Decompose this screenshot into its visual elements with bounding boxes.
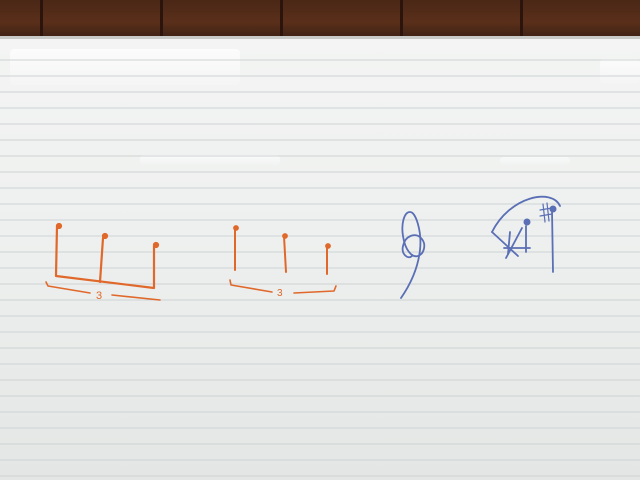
whiteboard: [0, 36, 640, 480]
sharp-icon: [539, 202, 553, 223]
beam-stem-path: [54, 224, 156, 290]
note-stem: [283, 235, 287, 273]
note-head: [282, 233, 288, 239]
light-glare: [600, 59, 640, 83]
staff-lines: [0, 59, 640, 477]
note-head: [101, 232, 109, 240]
wood-wall: [0, 0, 640, 40]
triplet-group-1: 3: [45, 222, 161, 302]
triplet-group-2: 3: [229, 225, 337, 299]
triplet-notation: 3 3: [45, 222, 337, 302]
bracket-left: [45, 281, 91, 294]
bracket-right: [293, 285, 337, 294]
blue-sketches: [400, 195, 561, 299]
wall-seam: [520, 0, 523, 40]
note-stem: [551, 209, 554, 273]
note-head: [325, 243, 331, 249]
bracket-left: [229, 279, 273, 293]
treble-clef-icon: [400, 211, 426, 299]
triplet-number: 3: [96, 290, 102, 302]
wall-seam: [400, 0, 403, 40]
note-head: [233, 225, 239, 231]
note-head: [523, 218, 531, 226]
note-head: [55, 222, 63, 230]
light-glare: [10, 49, 240, 85]
wall-seam: [40, 0, 43, 40]
chord-sketch: [491, 195, 561, 273]
note-stem: [507, 231, 511, 255]
note-stem: [98, 236, 105, 284]
wall-seam: [160, 0, 163, 40]
light-glare: [140, 155, 280, 165]
arc-mark: [491, 195, 561, 233]
wall-seam: [280, 0, 283, 40]
bracket-right: [111, 294, 161, 301]
triplet-number: 3: [277, 288, 283, 299]
light-glare: [500, 157, 570, 165]
note-head: [152, 241, 160, 249]
note-head: [549, 205, 557, 213]
cross-stroke: [491, 231, 519, 257]
